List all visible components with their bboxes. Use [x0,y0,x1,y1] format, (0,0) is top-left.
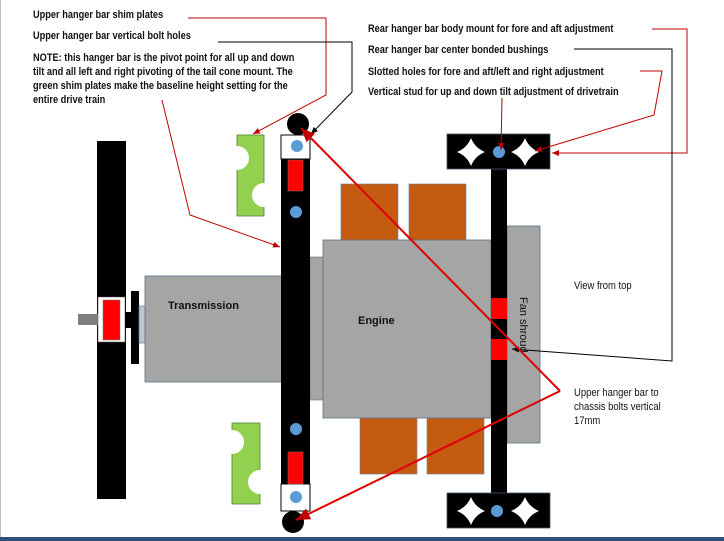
engine [322,239,492,419]
note-line: green shim plates make the baseline heig… [33,80,288,92]
leader-rear-body-mount [552,28,688,156]
leader-chassis-bolt-top [300,127,561,392]
chassis-bolts-label: Upper hanger bar to [574,387,659,399]
note-line: NOTE: this hanger bar is the pivot point… [33,52,294,64]
label-vertical-stud: Vertical stud for up and down tilt adjus… [368,86,619,98]
leader-center-bushings [511,48,673,362]
transmission [144,275,283,383]
rear-body-mount-bottom [446,492,551,529]
chassis-bolt [282,511,304,533]
rear-hanger-bar [491,169,507,493]
leader-bolt-holes [218,41,353,135]
shaft-coupler [125,312,133,328]
vertical-bolt-hole [290,423,302,435]
label-center-bushings: Rear hanger bar center bonded bushings [368,44,549,56]
rear-bonded-bushing [491,339,507,360]
leader-slotted-holes [534,70,663,152]
vertical-stud [491,505,503,517]
vertical-bolt-hole [290,491,302,503]
bellhousing [309,256,325,401]
label-rear-body-mount: Rear hanger bar body mount for fore and … [368,23,614,35]
upper-hanger-bar [281,135,310,511]
transmission-label: Transmission [168,300,239,312]
leader-shim-plates [188,17,327,135]
view-from-top-label: View from top [574,280,632,292]
shim-plate-top [225,134,276,217]
note-line: entire drive train [33,94,105,106]
leader-chassis-bolt-bottom [295,390,561,521]
note-line: tilt and all left and right pivoting of … [33,66,293,78]
label-slotted-holes: Slotted holes for fore and aft/left and … [368,66,604,78]
chassis-bolts-label: chassis bolts vertical [574,401,661,413]
upper-bushing [287,159,304,192]
cylinder-4 [426,417,485,475]
label-shim-plates: Upper hanger bar shim plates [33,9,164,21]
upper-bushing [287,451,304,485]
cylinder-2 [408,183,467,241]
flange [131,291,139,364]
label-vertical-bolt-holes: Upper hanger bar vertical bolt holes [33,30,191,42]
shim-plate-bottom [220,422,272,505]
vertical-bolt-hole [290,206,302,218]
vertical-bolt-hole [291,140,303,152]
rear-body-mount-top [446,133,551,170]
leader-vertical-stud [498,97,505,151]
chassis-bolts-label: 17mm [574,415,600,427]
leader-note [161,99,281,248]
front-bushing [102,299,121,341]
page-border-bottom [0,537,724,541]
rear-bonded-bushing [491,298,507,319]
fan-shroud-label: Fan shroud [517,297,529,353]
fan-shroud [506,225,541,444]
vertical-stud [493,146,505,158]
output-shaft [78,314,98,325]
engine-label: Engine [358,315,395,327]
cylinder-1 [340,183,399,241]
